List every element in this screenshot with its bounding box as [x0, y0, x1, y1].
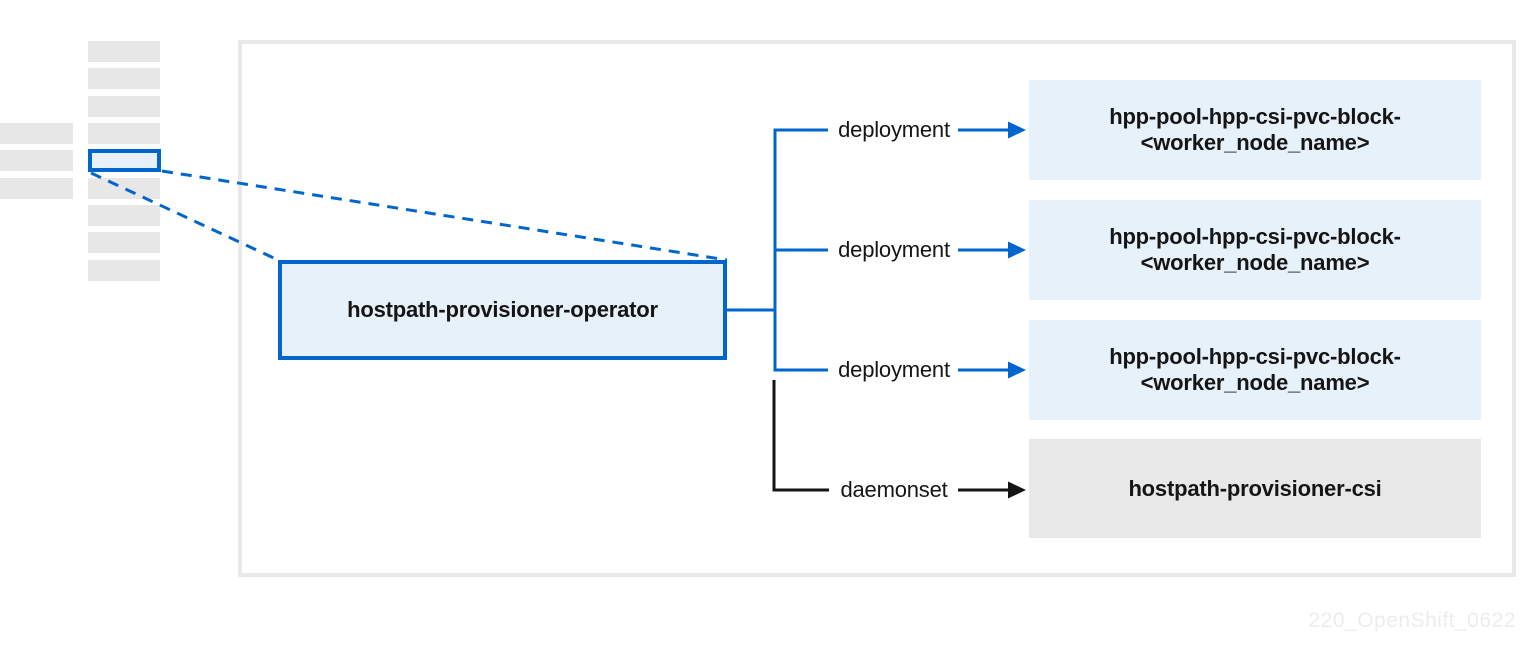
skeleton-bar [88, 205, 160, 226]
target-node-label-line1: hpp-pool-hpp-csi-pvc-block- [1109, 344, 1401, 369]
skeleton-bar [88, 123, 160, 144]
skeleton-bar [0, 178, 73, 199]
operator-node: hostpath-provisioner-operator [278, 260, 727, 360]
skeleton-bar [88, 232, 160, 253]
arrow-right-icon [1008, 361, 1026, 379]
skeleton-bar [88, 41, 160, 62]
branch-label-daemonset: daemonset [840, 477, 948, 502]
branch-label-deployment-3: deployment [838, 357, 950, 382]
skeleton-bar [88, 96, 160, 117]
zoom-callout-line-top [161, 169, 728, 262]
target-node-pvc-block-3: hpp-pool-hpp-csi-pvc-block- <worker_node… [1029, 320, 1481, 420]
skeleton-bar [88, 68, 160, 89]
branch-label-deployment-1: deployment [838, 117, 950, 142]
skeleton-bar [0, 123, 73, 144]
arrow-right-icon [1008, 481, 1026, 499]
highlighted-list-item [88, 149, 161, 172]
target-node-label-line1: hpp-pool-hpp-csi-pvc-block- [1109, 104, 1401, 129]
target-node-pvc-block-2: hpp-pool-hpp-csi-pvc-block- <worker_node… [1029, 200, 1481, 300]
target-node-pvc-block-1: hpp-pool-hpp-csi-pvc-block- <worker_node… [1029, 80, 1481, 180]
skeleton-bar [88, 260, 160, 281]
watermark-text: 220_OpenShift_0622 [1308, 609, 1516, 632]
target-node-label-line1: hostpath-provisioner-csi [1128, 475, 1382, 501]
operator-branch-tree-black [772, 380, 829, 492]
branch-label-deployment-2: deployment [838, 237, 950, 262]
target-node-label-line2: <worker_node_name> [1140, 370, 1370, 395]
diagram-frame [238, 40, 1516, 577]
skeleton-bar [0, 150, 73, 171]
skeleton-bar [88, 178, 160, 199]
target-node-label-line1: hpp-pool-hpp-csi-pvc-block- [1109, 224, 1401, 249]
operator-node-label: hostpath-provisioner-operator [347, 297, 658, 322]
zoom-callout-line-bottom [90, 171, 279, 262]
arrow-right-icon [1008, 121, 1026, 139]
arrow-right-icon [1008, 241, 1026, 259]
target-node-label-line2: <worker_node_name> [1140, 130, 1370, 155]
target-node-hostpath-provisioner-csi: hostpath-provisioner-csi [1029, 439, 1481, 538]
target-node-label-line2: <worker_node_name> [1140, 250, 1370, 275]
operator-branch-tree-blue [727, 128, 828, 372]
